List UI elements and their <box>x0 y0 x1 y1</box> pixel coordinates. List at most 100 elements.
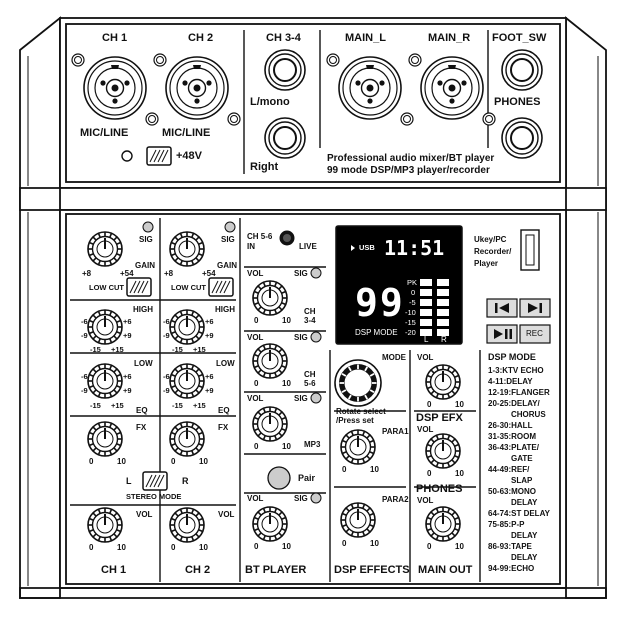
ch1-volume-knob[interactable] <box>87 507 123 543</box>
main-volume-knob[interactable] <box>425 364 461 400</box>
bt-pair-button[interactable] <box>267 466 291 490</box>
ch2-low-p6: +6 <box>205 372 214 381</box>
record-button[interactable] <box>519 324 551 344</box>
pair-label: Pair <box>298 473 316 483</box>
bt-vol-ten: 10 <box>282 542 291 551</box>
phones-output-label: PHONES <box>494 96 541 108</box>
phantom-power-label: +48V <box>176 150 202 162</box>
stereo-mode-switch[interactable] <box>142 471 168 491</box>
ch2-high-p15: +15 <box>193 345 206 354</box>
ch56-vol-ten: 10 <box>282 379 291 388</box>
ch2-low-eq-knob[interactable] <box>169 363 205 399</box>
mode-number-display: 99 <box>355 281 405 325</box>
para1-label: PARA1 <box>382 427 409 436</box>
ch34-left-mono-jack[interactable] <box>264 49 306 91</box>
mp3-signal-led <box>310 392 322 404</box>
ch1-fx-label: FX <box>136 423 147 432</box>
dsp-para1-knob[interactable] <box>340 429 376 465</box>
meter-m5-label: -5 <box>409 298 416 307</box>
screw-icon <box>326 53 340 67</box>
dsp-mode-item: CHORUS <box>511 410 546 419</box>
ch2-vol-ten: 10 <box>199 543 208 552</box>
ch2-sig-label: SIG <box>221 235 235 244</box>
ch1-low-cut-switch[interactable] <box>126 277 152 297</box>
dsp-mode-item: DELAY <box>511 498 538 507</box>
meter-m15-label: -15 <box>405 318 416 327</box>
prev-track-button[interactable] <box>486 298 518 318</box>
dsp-para2-knob[interactable] <box>340 502 376 538</box>
usb-slot-label-2: Recorder/ <box>474 247 512 256</box>
main-r-output-jack[interactable] <box>420 56 484 120</box>
dsp-mode-item: 94-99:ECHO <box>488 564 535 573</box>
dsp-mode-item: GATE <box>511 454 533 463</box>
ch2-xlr-combo-jack[interactable] <box>165 56 229 120</box>
bt-player-volume-knob[interactable] <box>252 506 288 542</box>
ch34-vol-zero: 0 <box>254 316 259 325</box>
ch2-gain-min-label: +8 <box>164 269 174 278</box>
mp3-volume-knob[interactable] <box>252 406 288 442</box>
ch1-low-eq-knob[interactable] <box>87 363 123 399</box>
ch56-vol-label: VOL <box>247 333 264 342</box>
ch1-gain-label: GAIN <box>135 261 155 270</box>
dsp-mode-item: 64-74:ST DELAY <box>488 509 550 518</box>
screw-icon <box>400 112 414 126</box>
main-l-output-jack[interactable] <box>338 56 402 120</box>
foot-switch-jack[interactable] <box>501 49 543 91</box>
dsp-mode-item: 12-19:FLANGER <box>488 388 550 397</box>
ch2-footer-label: CH 2 <box>185 564 211 576</box>
ch2-high-eq-knob[interactable] <box>169 309 205 345</box>
phantom-power-switch[interactable] <box>146 146 172 166</box>
dsp-efx-vol-label: VOL <box>417 425 434 434</box>
ch2-high-p6: +6 <box>205 317 214 326</box>
ch56-sig-label: SIG <box>294 333 308 342</box>
bt-sig-label: SIG <box>294 494 308 503</box>
ch1-high-p9: +9 <box>123 331 132 340</box>
phones-volume-knob[interactable] <box>425 506 461 542</box>
ch56-in-label: CH 5-6 <box>247 232 273 241</box>
ch2-low-cut-switch[interactable] <box>208 277 234 297</box>
ch56-volume-knob[interactable] <box>252 343 288 379</box>
phantom-power-led <box>121 150 133 162</box>
dsp-mode-item: 4-11:DELAY <box>488 377 533 386</box>
ch1-gain-knob[interactable] <box>87 231 123 267</box>
phones-jack[interactable] <box>501 117 543 159</box>
dsp-efx-zero: 0 <box>427 469 432 478</box>
meter-m10-label: -10 <box>405 308 416 317</box>
usb-slot-label-1: Ukey/PC <box>474 235 507 244</box>
stereo-mode-l-label: L <box>126 476 132 486</box>
usb-indicator: USB <box>359 243 375 252</box>
ch2-fx-knob[interactable] <box>169 421 205 457</box>
ch1-high-eq-knob[interactable] <box>87 309 123 345</box>
play-pause-button[interactable] <box>486 324 518 344</box>
mp3-sig-label: SIG <box>294 394 308 403</box>
next-track-button[interactable] <box>519 298 551 318</box>
ch34-vol-ten: 10 <box>282 316 291 325</box>
play-indicator-icon <box>351 245 355 251</box>
stereo-mode-r-label: R <box>182 476 189 486</box>
dsp-mode-item: 31-35:ROOM <box>488 432 537 441</box>
ch2-gain-knob[interactable] <box>169 231 205 267</box>
dsp-efx-volume-knob[interactable] <box>425 433 461 469</box>
dsp-mode-item: 44-49:REF/ <box>488 465 530 474</box>
dsp-mode-item: DELAY <box>511 531 538 540</box>
para2-label: PARA2 <box>382 495 409 504</box>
screw-icon <box>227 112 241 126</box>
dsp-mode-item: DELAY <box>511 553 538 562</box>
ch1-signal-led <box>142 221 154 233</box>
ch1-fx-knob[interactable] <box>87 421 123 457</box>
in-label: IN <box>247 242 255 251</box>
ch1-low-p15: +15 <box>111 401 124 410</box>
ch2-mic-line-label: MIC/LINE <box>162 127 211 139</box>
ch2-volume-knob[interactable] <box>169 507 205 543</box>
usb-slot-label-3: Player <box>474 259 499 268</box>
dsp-mode-encoder[interactable] <box>334 359 382 407</box>
ch1-xlr-combo-jack[interactable] <box>83 56 147 120</box>
ch1-high-label: HIGH <box>133 305 153 314</box>
ch34-right-jack[interactable] <box>264 117 306 159</box>
dsp-mode-display-label: DSP MODE <box>355 328 398 337</box>
ch1-low-m6: -6 <box>81 372 88 381</box>
ch2-high-m15: -15 <box>172 345 183 354</box>
main-vol-ten: 10 <box>455 400 464 409</box>
ch34-volume-knob[interactable] <box>252 280 288 316</box>
